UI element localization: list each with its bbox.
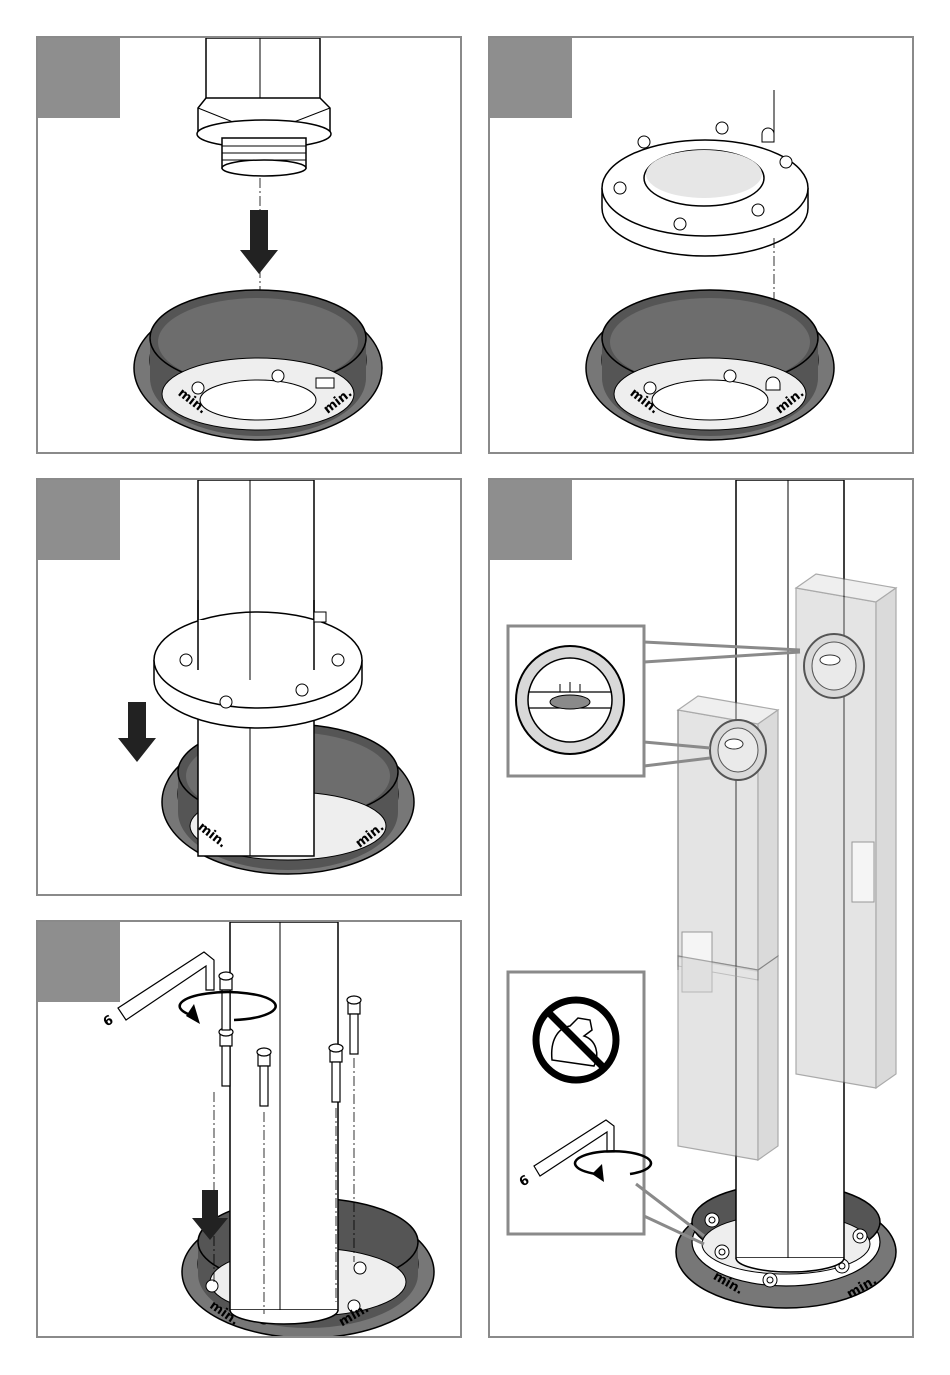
step-panel-3: min. min. xyxy=(36,478,462,896)
step-panel-4: 6 min. min. xyxy=(488,478,914,1338)
step-panel-5: 6 min. min. xyxy=(36,920,462,1338)
step-2-illustration xyxy=(490,38,914,454)
step-5-illustration xyxy=(38,922,462,1338)
step-1-illustration xyxy=(38,38,462,454)
step-3-illustration xyxy=(38,480,462,896)
step-4-illustration xyxy=(490,480,914,1338)
step-panel-2: min. min. xyxy=(488,36,914,454)
step-panel-1: min. min. xyxy=(36,36,462,454)
